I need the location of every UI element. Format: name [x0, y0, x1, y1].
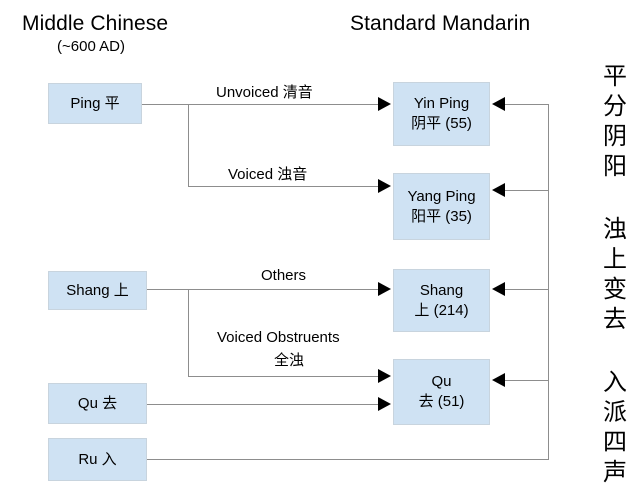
node-qu-label: Qu 去: [77, 394, 118, 412]
node-shang-mandarin-romanization: Shang: [419, 281, 464, 299]
node-shang-mandarin-hanzi: 上 (214): [414, 301, 469, 319]
rule-2-char-2: 上: [603, 246, 627, 273]
arrowhead-ping-to-yangping: [378, 179, 391, 193]
node-yin-ping-romanization: Yin Ping: [413, 95, 470, 112]
rule-1-char-2: 分: [603, 93, 627, 120]
rule-rupaisisheng: 入派四声: [598, 368, 632, 488]
node-yang-ping[interactable]: Yang Ping 阳平 (35): [393, 173, 490, 240]
arrowhead-ru-to-shang: [492, 282, 505, 296]
rule-3-char-3: 四: [603, 429, 627, 456]
edge-ping-trunk: [142, 104, 188, 105]
node-ru[interactable]: Ru 入: [48, 438, 147, 481]
rule-pingfenyinyang: 平分阴阳: [598, 62, 632, 182]
rule-1-char-4: 阳: [603, 153, 627, 180]
node-yin-ping[interactable]: Yin Ping 阴平 (55): [393, 82, 490, 146]
rule-1-char-3: 阴: [603, 123, 627, 150]
node-qu-mandarin-romanization: Qu: [431, 373, 452, 390]
edge-shang-split-vertical: [188, 289, 189, 376]
edge-qu-to-qu: [147, 404, 378, 405]
arrowhead-shang-to-qu: [378, 369, 391, 383]
edge-label-unvoiced: Unvoiced 清音: [216, 84, 313, 101]
edge-ping-to-yinping: [188, 104, 378, 105]
edge-ping-to-yangping: [188, 186, 378, 187]
rule-3-char-1: 入: [603, 369, 627, 396]
node-qu[interactable]: Qu 去: [48, 383, 147, 424]
node-shang-label: Shang 上: [66, 281, 129, 299]
left-column-subtitle: (~600 AD): [57, 38, 125, 55]
rule-2-char-4: 去: [603, 306, 627, 333]
rule-2-char-3: 变: [603, 276, 627, 303]
arrowhead-ru-to-qu: [492, 373, 505, 387]
edge-label-others: Others: [261, 267, 307, 284]
node-yin-ping-hanzi: 阴平 (55): [411, 115, 472, 132]
arrowhead-ru-to-yinping: [492, 97, 505, 111]
node-ping-label: Ping 平: [70, 94, 120, 112]
arrowhead-ru-to-yangping: [492, 183, 505, 197]
node-yang-ping-romanization: Yang Ping: [407, 187, 476, 205]
edge-label-voiced: Voiced 浊音: [228, 166, 308, 183]
edge-ping-split-vertical: [188, 104, 189, 186]
node-qu-mandarin[interactable]: Qu 去 (51): [393, 359, 490, 425]
rule-1-char-1: 平: [603, 63, 627, 90]
edge-ru-trunk: [147, 459, 549, 460]
edge-ru-to-shang: [505, 289, 549, 290]
edge-shang-to-qu: [188, 376, 378, 377]
arrowhead-ping-to-yinping: [378, 97, 391, 111]
edge-label-voiced-obstruents: Voiced Obstruents: [217, 329, 340, 346]
node-shang-mandarin[interactable]: Shang 上 (214): [393, 269, 490, 332]
node-ping[interactable]: Ping 平: [48, 83, 142, 124]
edge-label-quanzhuo: 全浊: [274, 352, 305, 369]
arrowhead-qu-to-qu: [378, 397, 391, 411]
rule-2-char-1: 浊: [603, 216, 627, 243]
edge-ru-to-yinping: [505, 104, 549, 105]
rule-3-char-4: 声: [603, 459, 627, 486]
arrowhead-shang-to-shang: [378, 282, 391, 296]
right-column-title: Standard Mandarin: [350, 12, 531, 35]
node-qu-mandarin-hanzi: 去 (51): [418, 393, 465, 410]
rule-3-char-2: 派: [603, 399, 627, 426]
node-shang[interactable]: Shang 上: [48, 271, 147, 310]
rule-zhuoshangbianqu: 浊上变去: [598, 215, 632, 335]
edge-shang-trunk: [147, 289, 188, 290]
edge-ru-to-yangping: [505, 190, 549, 191]
node-yang-ping-hanzi: 阳平 (35): [411, 207, 472, 225]
left-column-title: Middle Chinese: [22, 12, 169, 35]
edge-shang-to-shang: [188, 289, 378, 290]
node-ru-label: Ru 入: [78, 450, 117, 468]
edge-ru-distribution-bus: [548, 104, 549, 460]
edge-ru-to-qu: [505, 380, 549, 381]
